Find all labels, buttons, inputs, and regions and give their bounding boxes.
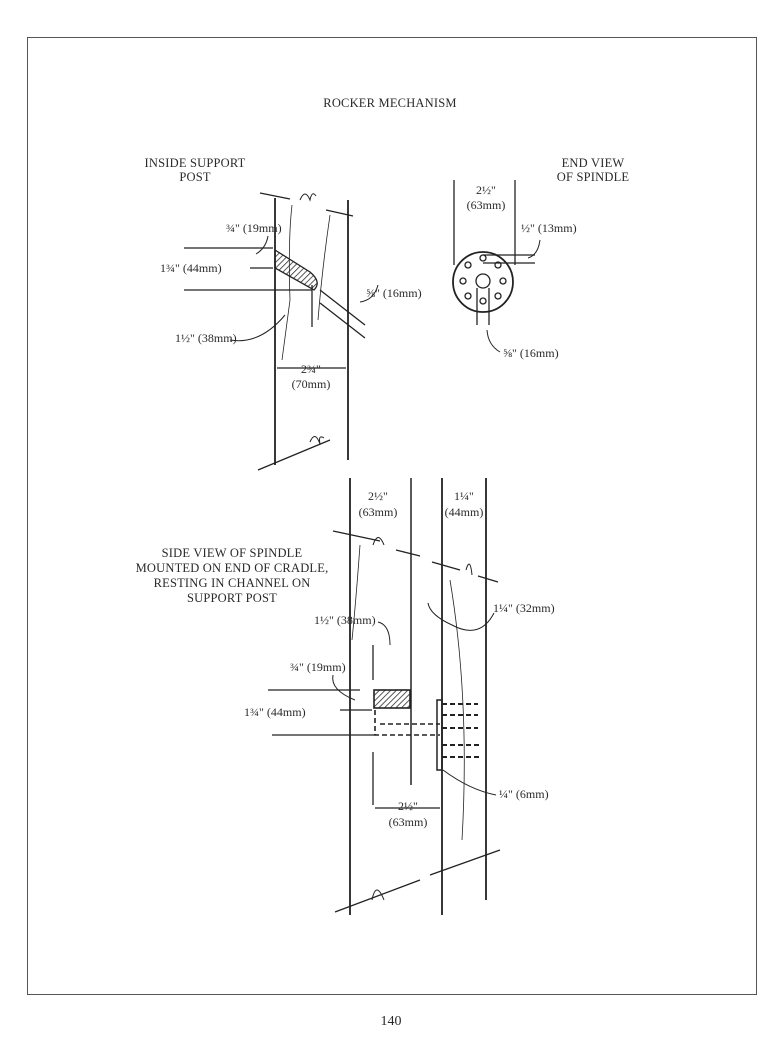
page-border: [27, 37, 757, 995]
inside-post-width-mm-label: (70mm): [291, 377, 331, 391]
side-view-height-label: 1¾" (44mm): [244, 705, 306, 719]
inside-post-height-label: 1¾" (44mm): [160, 261, 222, 275]
side-view-spindle-mm-label: (63mm): [388, 815, 428, 829]
inside-post-offset-label: 1½" (38mm): [175, 331, 237, 345]
page-number: 140: [380, 1014, 402, 1029]
inside-post-caption-line-2: POST: [179, 170, 211, 184]
side-view-caption-line-1: SIDE VIEW OF SPINDLE: [161, 546, 303, 560]
side-view-plate-label: ¼" (6mm): [499, 787, 549, 801]
side-view-post-width-label: 2½": [368, 489, 388, 503]
end-view-caption-line-2: OF SPINDLE: [556, 170, 630, 184]
end-view-caption-line-1: END VIEW: [561, 156, 625, 170]
inside-post-caption-line-1: INSIDE SUPPORT: [144, 156, 246, 170]
side-view-caption-line-4: SUPPORT POST: [187, 591, 277, 605]
side-view-offset-label: 1½" (38mm): [314, 613, 376, 627]
side-view-caption-line-3: RESTING IN CHANNEL ON: [153, 576, 311, 590]
end-view-axle-label: ⅝" (16mm): [503, 346, 559, 360]
end-view-diameter-label: 2½": [476, 183, 496, 197]
side-view-spindle-label: 2½": [398, 799, 418, 813]
side-view-caption-line-2: MOUNTED ON END OF CRADLE,: [135, 561, 329, 575]
inside-post-width-label: 2¾": [301, 362, 321, 376]
side-view-cradle-width-label: 1¼": [454, 489, 474, 503]
inside-post-angle-width-label: ⅝" (16mm): [366, 286, 422, 300]
side-view-cradle-width-mm-label: (44mm): [444, 505, 484, 519]
diagram-title: ROCKER MECHANISM: [323, 96, 457, 110]
side-view-drawing: [268, 478, 501, 915]
side-view-cradle-thickness-label: 1¼" (32mm): [493, 601, 555, 615]
side-view-post-width-mm-label: (63mm): [358, 505, 398, 519]
inside-support-post-drawing: [184, 192, 379, 471]
inside-post-channel-depth-label: ¾" (19mm): [226, 221, 282, 235]
end-view-drawing: [452, 180, 541, 353]
end-view-hole-label: ½" (13mm): [521, 221, 577, 235]
end-view-diameter-mm-label: (63mm): [466, 198, 506, 212]
side-view-channel-depth-label: ¾" (19mm): [290, 660, 346, 674]
